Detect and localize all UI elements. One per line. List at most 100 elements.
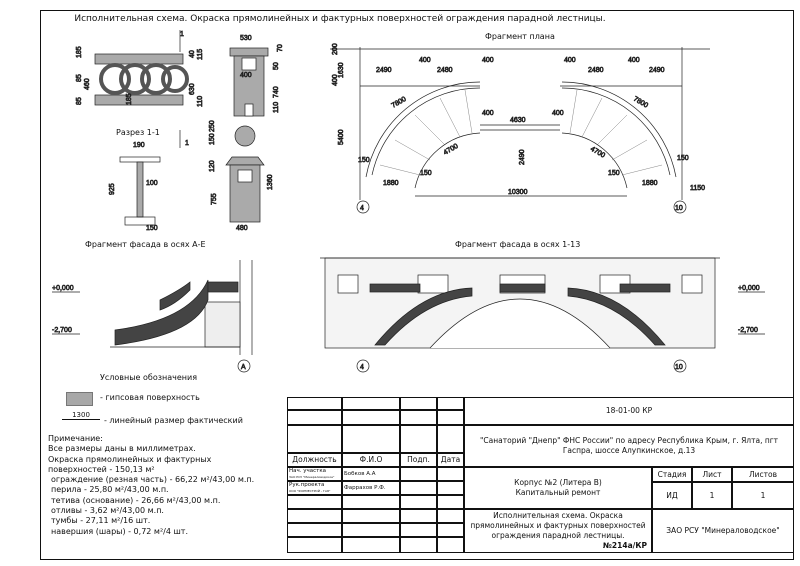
svg-text:400: 400 [482,57,494,64]
cell [342,495,400,509]
svg-text:250: 250 [209,120,216,132]
svg-text:150: 150 [420,170,432,177]
gypsum-swatch [66,392,93,406]
cell [437,410,464,425]
cell [400,397,437,410]
sheets-value: 1 [732,482,794,509]
doc-code: 18-01-00 КР [464,397,794,425]
svg-text:400: 400 [628,57,640,64]
cell [400,481,437,495]
header-position: Должность [287,453,342,467]
svg-text:10: 10 [675,205,683,212]
cell [400,467,437,481]
cell [437,425,464,453]
svg-text:740: 740 [273,86,280,98]
note-line: Окраска прямолинейных и фактурных [48,454,212,464]
sheets-label: Листов [732,467,794,482]
note-line: Все размеры даны в миллиметрах. [48,444,196,454]
facade-113-caption: Фрагмент фасада в осях 1-13 [455,240,581,249]
facade-113-drawing: 4 10 +0,000 -2,700 [320,257,765,373]
cell [287,523,342,537]
svg-text:150: 150 [608,170,620,177]
cell [400,509,437,523]
cell [342,425,400,453]
cell [342,523,400,537]
cell [287,495,342,509]
fence-panel-drawing: 1 1 185 85 460 85 40 115 630 110 185 [76,30,204,148]
legend-dim-value: 1300 [62,411,100,420]
svg-text:2490: 2490 [649,67,665,74]
note-line: поверхностей - 150,13 м² [48,464,155,474]
post-drawing: 530 70 50 400 740 110 [229,35,284,117]
svg-text:1360: 1360 [267,174,274,190]
svg-text:530: 530 [240,35,252,42]
cell [400,495,437,509]
cell [287,537,342,553]
svg-text:185: 185 [126,93,133,105]
legend-dim-text: - линейный размер фактический [104,416,243,425]
note-item: тумбы - 27,11 м²/16 шт. [51,516,151,526]
svg-text:400: 400 [240,72,252,79]
svg-text:1880: 1880 [383,180,399,187]
legend-gypsum: - гипсовая поверхность [100,393,200,402]
cell [342,410,400,425]
note-item: ограждение (резная часть) - 66,22 м²/43,… [51,475,255,485]
svg-text:150: 150 [677,155,689,162]
facade-ae-drawing: А +0,000 -2,700 [52,260,253,373]
notes: Примечание: Все размеры даны в миллиметр… [48,434,254,537]
svg-text:10300: 10300 [508,189,528,196]
svg-text:1630: 1630 [338,62,345,78]
svg-text:460: 460 [84,78,91,90]
org-text: ООО "ФОРМЕСТРОЙ - ГАЯ" [289,489,331,493]
svg-text:200: 200 [332,43,339,55]
svg-text:85: 85 [76,74,83,82]
svg-text:2480: 2480 [437,67,453,74]
cell [342,537,400,553]
org-text: ЗАО РСУ "Минераловодское" [289,475,335,479]
svg-text:85: 85 [76,97,83,105]
sheet-value: 1 [692,482,732,509]
stage-value: ИД [652,482,692,509]
cell [342,397,400,410]
plan-caption: Фрагмент плана [485,32,555,41]
cell [437,397,464,410]
svg-text:-2,700: -2,700 [738,327,758,334]
svg-text:4700: 4700 [589,146,606,160]
pedestal-drawing: 150 250 120 755 1360 480 [209,120,275,232]
svg-text:110: 110 [197,96,204,107]
svg-text:630: 630 [189,83,196,95]
person-name: Фаррахов Р.Ф. [342,481,400,495]
svg-text:190: 190 [133,142,145,149]
svg-text:7800: 7800 [391,96,408,110]
svg-text:120: 120 [209,160,216,172]
svg-text:4: 4 [360,364,364,371]
svg-text:1: 1 [185,140,189,147]
svg-text:185: 185 [76,46,83,58]
facade-ae-caption: Фрагмент фасада в осях А-Е [85,240,206,249]
svg-text:4: 4 [360,205,364,212]
cell [437,481,464,495]
svg-text:400: 400 [552,110,564,117]
cell [287,410,342,425]
svg-text:40: 40 [189,50,196,58]
svg-text:2490: 2490 [519,149,526,165]
cell [437,467,464,481]
svg-text:+0,000: +0,000 [52,285,74,292]
cell [287,425,342,453]
project-address: "Санаторий "Днепр" ФНС России" по адресу… [464,425,794,467]
header-sign: Подп. [400,453,437,467]
svg-text:1: 1 [180,31,184,38]
cell [287,509,342,523]
drawing-frame [40,10,794,560]
svg-text:400: 400 [564,57,576,64]
sheet-title: Исполнительная схема. Окраска прямолиней… [74,14,606,24]
cell [437,495,464,509]
cell [400,537,437,553]
svg-text:150: 150 [146,225,158,232]
svg-text:150: 150 [358,157,370,164]
cell [437,537,464,553]
company-name: ЗАО РСУ "Минераловодское" [652,509,794,553]
svg-text:400: 400 [419,57,431,64]
svg-text:50: 50 [273,62,280,70]
